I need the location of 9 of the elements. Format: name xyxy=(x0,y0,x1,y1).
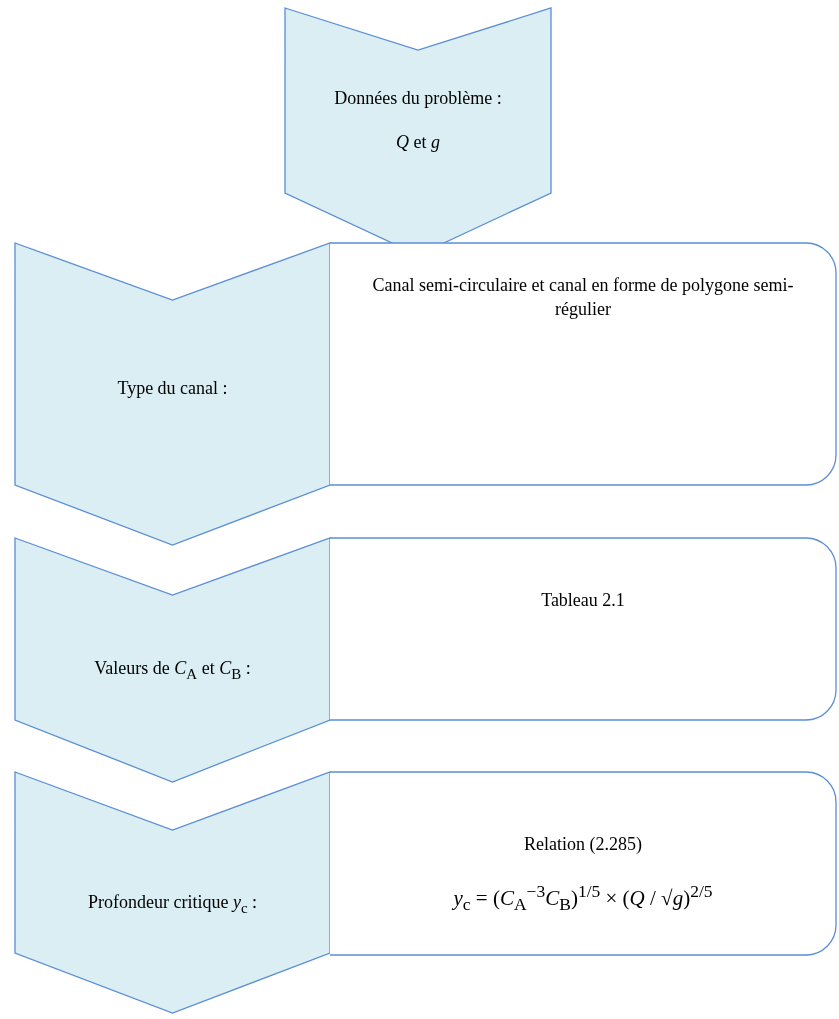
label-text: Valeurs de C$_{A}$ et C$_{B}$ : xyxy=(93,657,252,684)
formula: y$_{c}$ = (C$_{A}$$^{−3}$C$_{B}$)$^{1/5}$ × (Q / √g)$^{2/5}$ xyxy=(451,880,714,917)
label-text: Profondeur critique y$_{c}$ : xyxy=(86,891,259,918)
label-text: Canal semi-circulaire et canal en forme de polygone semi-régulier xyxy=(371,274,795,322)
label-text: Relation (2.285) xyxy=(523,833,643,856)
label-text: Q et g xyxy=(395,131,441,154)
label-text: Données du problème : xyxy=(333,87,503,110)
label-text: Tableau 2.1 xyxy=(540,589,626,612)
label-text: Type du canal : xyxy=(116,377,229,400)
